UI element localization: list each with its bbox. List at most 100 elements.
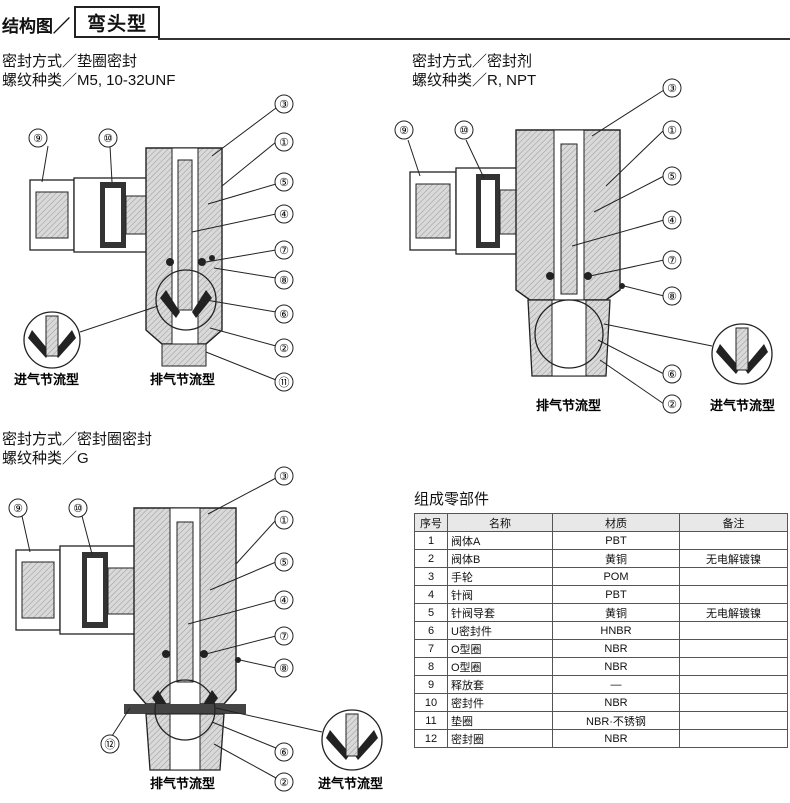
cell-material: 黄铜 bbox=[552, 603, 680, 622]
cell-note bbox=[679, 693, 788, 712]
cell-note bbox=[679, 585, 788, 604]
cell-name: 密封件 bbox=[447, 693, 553, 712]
cell-name: U密封件 bbox=[447, 621, 553, 640]
callout-1-3: ③ bbox=[279, 99, 289, 111]
cell-name: 针阀 bbox=[447, 585, 553, 604]
callouts-2: ⑨ ⑩ ③ ① ⑤ ④ ⑦ ⑧ ⑥ ② bbox=[394, 78, 682, 414]
cell-no: 7 bbox=[414, 639, 448, 658]
diagram-1: ⑨ ⑩ ③ ① ⑤ ④ ⑦ ⑧ ⑥ ② ⑪ 进气节流型 排气节流型 bbox=[14, 94, 294, 392]
valve-body-1 bbox=[145, 147, 223, 367]
parts-header-row: 序号 名称 材质 备注 bbox=[414, 513, 788, 532]
cell-note bbox=[679, 567, 788, 586]
seal-method-1: 密封方式／垫圈密封 bbox=[2, 53, 138, 70]
cell-note bbox=[679, 621, 788, 640]
cell-note bbox=[679, 657, 788, 676]
cell-no: 5 bbox=[414, 603, 448, 622]
cell-name: 密封圈 bbox=[447, 729, 553, 748]
callout-3-4: ④ bbox=[279, 595, 289, 607]
cell-name: 垫圈 bbox=[447, 711, 553, 730]
cell-note bbox=[679, 729, 788, 748]
callout-2-1: ① bbox=[667, 125, 677, 137]
caption-exhaust-1: 排气节流型 bbox=[150, 372, 215, 387]
col-note: 备注 bbox=[679, 513, 788, 532]
callout-3-10: ⑩ bbox=[73, 503, 83, 515]
needle-valve-1 bbox=[177, 159, 193, 311]
callout-1-11: ⑪ bbox=[279, 376, 290, 389]
callouts-1: ⑨ ⑩ ③ ① ⑤ ④ ⑦ ⑧ ⑥ ② ⑪ bbox=[28, 94, 294, 392]
col-no: 序号 bbox=[414, 513, 448, 532]
caption-exhaust-2: 排气节流型 bbox=[536, 398, 601, 413]
callout-2-4: ④ bbox=[667, 215, 677, 227]
caption-intake-1: 进气节流型 bbox=[14, 372, 79, 387]
cell-material: NBR bbox=[552, 729, 680, 748]
callouts-3: ⑨ ⑩ ③ ① ⑤ ④ ⑦ ⑧ ⑫ ⑥ ② bbox=[8, 466, 294, 792]
cell-no: 6 bbox=[414, 621, 448, 640]
cell-note bbox=[679, 639, 788, 658]
callout-3-7: ⑦ bbox=[279, 631, 289, 643]
cell-no: 11 bbox=[414, 711, 448, 730]
cell-material: POM bbox=[552, 567, 680, 586]
intake-detail-3 bbox=[215, 707, 383, 771]
callout-2-3: ③ bbox=[667, 83, 677, 95]
callout-3-12: ⑫ bbox=[105, 738, 116, 751]
section-1-label: 密封方式／垫圈密封 螺纹种类／M5, 10-32UNF bbox=[2, 52, 175, 90]
cell-material: PBT bbox=[552, 585, 680, 604]
callout-3-8: ⑧ bbox=[279, 663, 289, 675]
cell-material: 黄铜 bbox=[552, 549, 680, 568]
cell-name: 针阀导套 bbox=[447, 603, 553, 622]
valve-body-2 bbox=[515, 129, 625, 377]
cell-no: 9 bbox=[414, 675, 448, 694]
thread-type-2: 螺纹种类／R, NPT bbox=[412, 72, 537, 89]
callout-3-3: ③ bbox=[279, 471, 289, 483]
fitting-body-3 bbox=[15, 545, 145, 635]
callout-1-2: ② bbox=[279, 343, 289, 355]
callout-2-2: ② bbox=[667, 399, 677, 411]
callout-2-7: ⑦ bbox=[667, 255, 677, 267]
caption-intake-3: 进气节流型 bbox=[318, 776, 383, 791]
seal-ring-12 bbox=[124, 704, 246, 714]
callout-1-10: ⑩ bbox=[103, 133, 113, 145]
cell-material: NBR·不锈钢 bbox=[552, 711, 680, 730]
intake-detail-2 bbox=[603, 323, 773, 385]
diagram-2: ⑨ ⑩ ③ ① ⑤ ④ ⑦ ⑧ ⑥ ② 排气节流型 进气节流型 bbox=[394, 78, 775, 414]
cell-no: 8 bbox=[414, 657, 448, 676]
cell-name: 阀体A bbox=[447, 531, 553, 550]
cell-note: 无电解镀镍 bbox=[679, 549, 788, 568]
cell-note: 无电解镀镍 bbox=[679, 603, 788, 622]
callout-2-10: ⑩ bbox=[459, 125, 469, 137]
fitting-body-1 bbox=[29, 177, 151, 253]
callout-2-9: ⑨ bbox=[399, 125, 409, 137]
intake-detail-1 bbox=[23, 305, 159, 369]
cell-material: PBT bbox=[552, 531, 680, 550]
callout-1-9: ⑨ bbox=[33, 133, 43, 145]
callout-1-1: ① bbox=[279, 137, 289, 149]
caption-intake-2: 进气节流型 bbox=[710, 398, 775, 413]
caption-exhaust-3: 排气节流型 bbox=[150, 776, 215, 791]
col-material: 材质 bbox=[552, 513, 680, 532]
detail-circle-3 bbox=[154, 679, 216, 741]
cell-name: O型圈 bbox=[447, 657, 553, 676]
seal-method-3: 密封方式／密封圈密封 bbox=[2, 431, 153, 448]
callout-1-7: ⑦ bbox=[279, 245, 289, 257]
callout-1-5: ⑤ bbox=[279, 177, 289, 189]
cell-material: NBR bbox=[552, 639, 680, 658]
section-3-label: 密封方式／密封圈密封 螺纹种类／G bbox=[2, 430, 152, 468]
col-name: 名称 bbox=[447, 513, 553, 532]
structure-title: 结构图／ bbox=[2, 17, 70, 36]
seal-method-2: 密封方式／密封剂 bbox=[412, 53, 533, 70]
callout-2-8: ⑧ bbox=[667, 291, 677, 303]
cell-no: 2 bbox=[414, 549, 448, 568]
cell-no: 1 bbox=[414, 531, 448, 550]
callout-1-8: ⑧ bbox=[279, 275, 289, 287]
cell-material: — bbox=[552, 675, 680, 694]
needle-valve-2 bbox=[560, 143, 578, 295]
cell-name: O型圈 bbox=[447, 639, 553, 658]
